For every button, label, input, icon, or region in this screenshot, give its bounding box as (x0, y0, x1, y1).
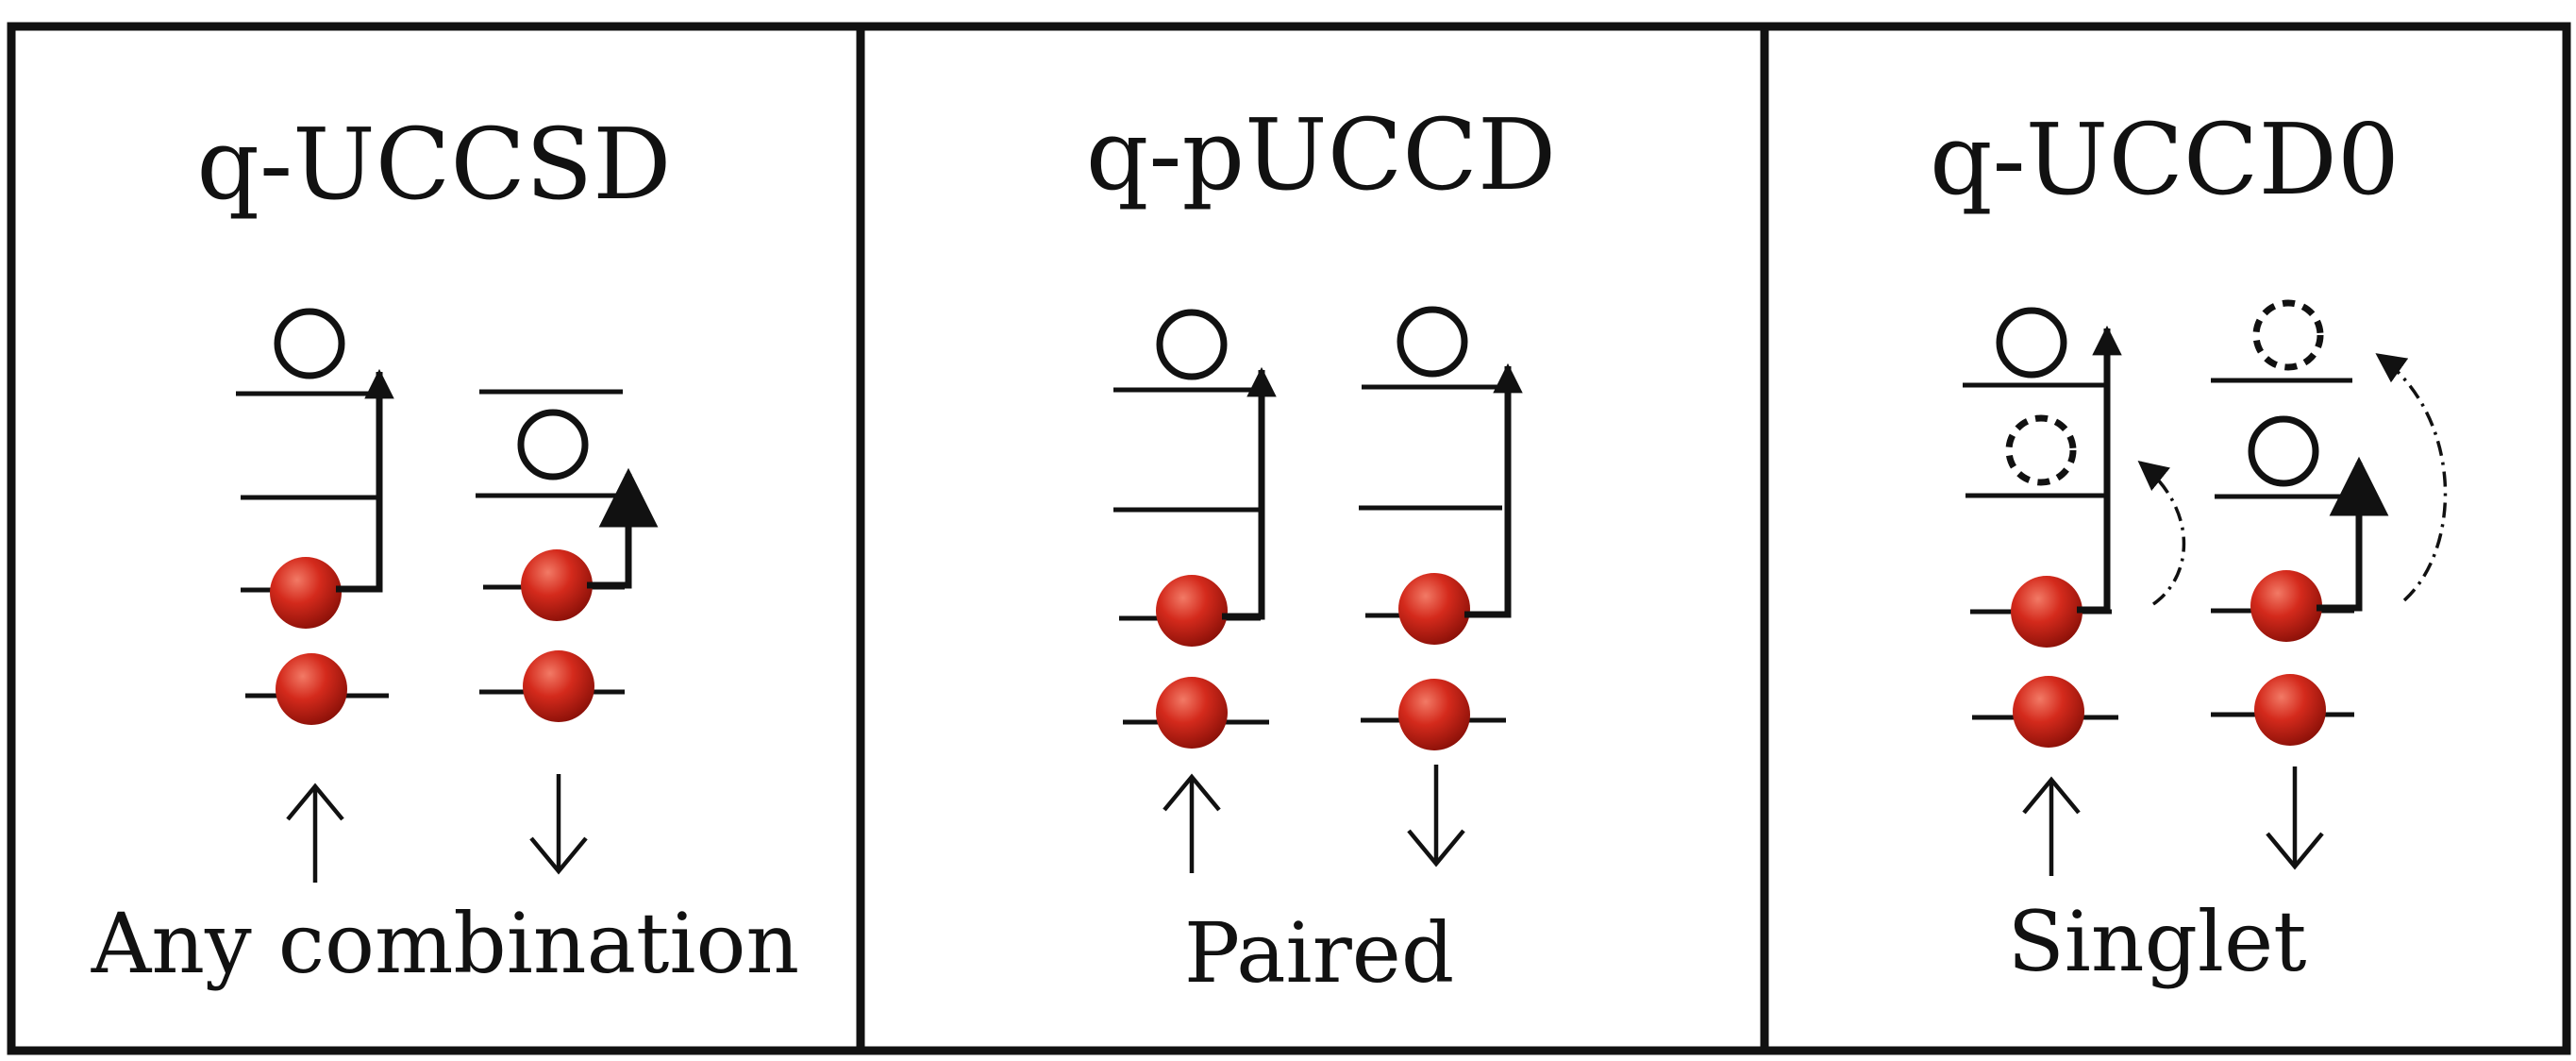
panel-title: q-UCCSD (196, 107, 671, 222)
double-excitation-arrow-icon (336, 368, 394, 593)
dash-dot-curved-arrow-icon (2375, 353, 2448, 602)
spin-down-column (476, 389, 659, 722)
hole-icon (517, 409, 589, 480)
excitation-arrow-icon (2077, 325, 2122, 614)
hole-icon (2248, 415, 2319, 487)
spin-up-column (1113, 309, 1277, 749)
electron-icon (2013, 676, 2084, 748)
spin-down-arrow-icon (529, 774, 588, 875)
panel-q-puccd: q-pUCCD (856, 22, 1769, 1055)
panel-q-uccsd: q-UCCSD (7, 22, 865, 1055)
hole-icon (274, 308, 345, 379)
panel-caption: Any combination (91, 895, 799, 992)
panel-title: q-pUCCD (1086, 97, 1556, 212)
electron-icon (270, 557, 342, 629)
electron-icon (1156, 575, 1228, 647)
panel-caption: Singlet (2007, 893, 2306, 990)
spin-up-arrow-icon (2022, 776, 2081, 876)
electron-icon (1398, 679, 1470, 750)
electron-icon (1398, 573, 1470, 645)
spin-up-column (236, 308, 394, 725)
electron-icon (521, 549, 593, 621)
excitation-arrow-icon (2317, 456, 2389, 612)
spin-down-arrow-icon (1407, 765, 1465, 867)
panel-q-uccd0: q-UCCD0 (1760, 22, 2571, 1055)
spin-down-column (1359, 306, 1523, 750)
electron-icon (1156, 677, 1228, 749)
electron-icon (276, 653, 347, 725)
spin-down-arrow-icon (2266, 766, 2324, 870)
hole-icon (1156, 309, 1228, 380)
panel-title: q-UCCD0 (1930, 102, 2400, 217)
electron-icon (2254, 674, 2326, 746)
hole-icon (1397, 306, 1468, 378)
dash-dot-curved-arrow-icon (2137, 461, 2186, 606)
spin-up-arrow-icon (1163, 773, 1221, 873)
pair-excitation-arrow-icon (1464, 362, 1523, 618)
electron-icon (2011, 576, 2083, 648)
electron-icon (523, 650, 594, 722)
dashed-hole-icon (2252, 299, 2324, 371)
hole-icon (1996, 307, 2067, 379)
panel-caption: Paired (1184, 904, 1454, 1002)
spin-up-arrow-icon (286, 783, 344, 883)
electron-icon (2250, 570, 2322, 642)
spin-up-column (1963, 307, 2186, 748)
single-excitation-arrow-icon (587, 467, 659, 589)
spin-down-column (2211, 299, 2448, 746)
panel-frame (1760, 22, 2571, 1055)
dashed-hole-icon (2005, 414, 2077, 486)
pair-excitation-arrow-icon (1222, 366, 1277, 620)
